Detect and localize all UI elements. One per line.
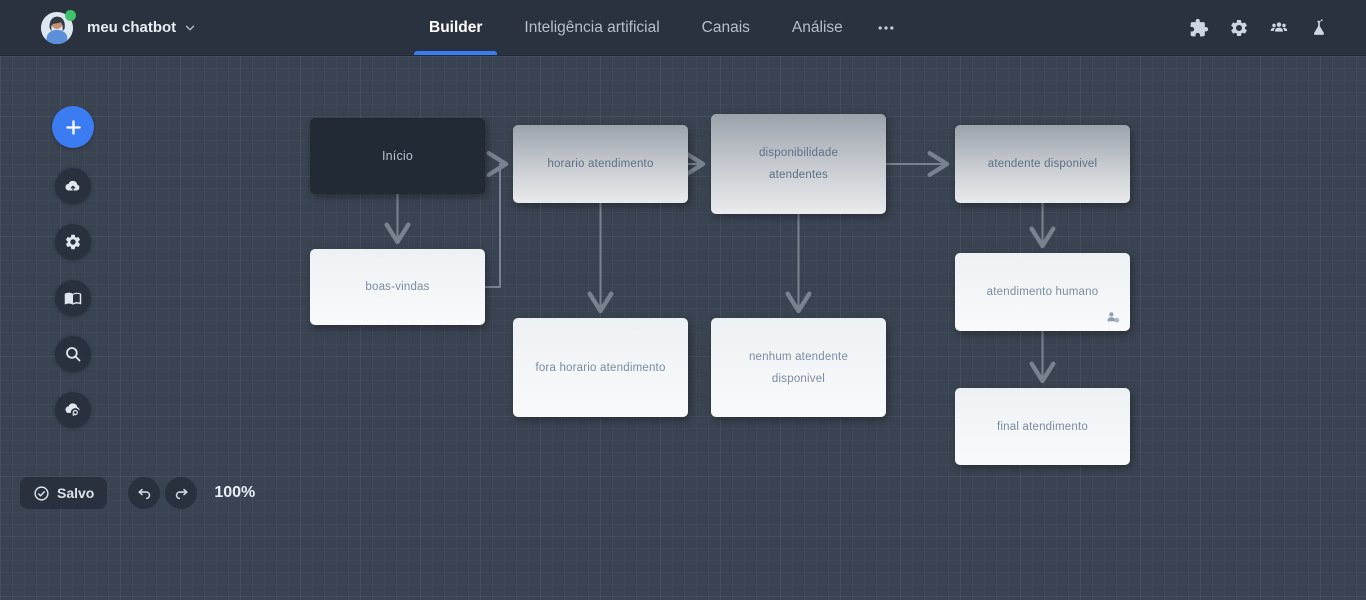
tab-analise[interactable]: Análise [771,0,864,55]
library-button[interactable] [55,280,91,316]
bot-identity: meu chatbot [0,9,197,45]
flow-node-atendente-disponivel[interactable]: atendente disponivel [955,125,1130,203]
node-label: atendente disponivel [987,158,1098,170]
cloud-icon [55,168,91,204]
add-block-button[interactable] [52,106,94,148]
flow-node-nenhum-atendente-disponivel[interactable]: nenhum atendente disponivel [711,318,886,417]
node-label: boas-vindas [365,281,430,293]
flow-node-final-atendimento[interactable]: final atendimento [955,388,1130,465]
zoom-level: 100% [214,484,256,501]
puzzle-icon[interactable] [1188,17,1210,39]
connection-boas-vindas-to-horario-atendimento [485,151,509,288]
flow-node-horario-atendimento[interactable]: horario atendimento [513,125,688,203]
flow-node-boas-vindas[interactable]: boas-vindas [310,249,485,325]
tab-builder[interactable]: Builder [408,0,503,55]
users-icon[interactable] [1268,17,1290,39]
cloud-sync-icon [55,392,91,428]
bot-name-label: meu chatbot [87,19,177,36]
saved-status-label: Salvo [57,485,95,501]
node-label: disponibilidade atendentes [758,147,839,181]
gear-icon[interactable] [1228,17,1250,39]
navbar-actions [1188,0,1330,55]
agent-handoff-icon [1105,309,1122,326]
settings-button[interactable] [55,224,91,260]
search-button[interactable] [55,336,91,372]
node-label: final atendimento [997,420,1088,433]
redo-icon [173,485,190,502]
flow-node-atendimento-humano[interactable]: atendimento humano [955,253,1130,331]
flow-node-fora-horario-atendimento[interactable]: fora horario atendimento [513,318,688,417]
search-icon [55,336,91,372]
book-icon [55,280,91,316]
node-label: nenhum atendente disponivel [748,350,849,385]
flask-icon[interactable] [1308,17,1330,39]
gear-icon [55,224,91,260]
online-status-dot [65,9,76,21]
tab-inteligencia-artificial[interactable]: Inteligência artificial [503,0,680,55]
canvas-toolbar [52,106,94,428]
publish-button[interactable] [55,168,91,204]
flow-node-inicio[interactable]: Início [310,118,485,194]
node-label: fora horario atendimento [535,361,666,374]
redo-button[interactable] [165,477,198,509]
check-circle-icon [33,485,50,502]
plus-icon [52,106,94,148]
node-label: horario atendimento [547,158,654,170]
saved-status-badge: Salvo [20,477,108,509]
undo-icon [136,485,153,502]
chevron-down-icon [183,21,197,35]
node-label: Início [381,149,414,163]
bot-selector[interactable]: meu chatbot [87,19,197,36]
flow-node-disponibilidade-atendentes[interactable]: disponibilidade atendentes [711,114,886,214]
versions-button[interactable] [55,392,91,428]
undo-button[interactable] [128,477,161,509]
avatar[interactable] [40,9,76,45]
canvas-statusbar: Salvo 100% [20,477,255,509]
node-label: atendimento humano [986,286,1099,298]
tab-canais[interactable]: Canais [681,0,771,55]
avatar-illustration [40,11,74,44]
flow-canvas[interactable]: Início boas-vindas horario atendimento disp… [0,56,1366,600]
ellipsis-icon[interactable] [864,0,908,55]
